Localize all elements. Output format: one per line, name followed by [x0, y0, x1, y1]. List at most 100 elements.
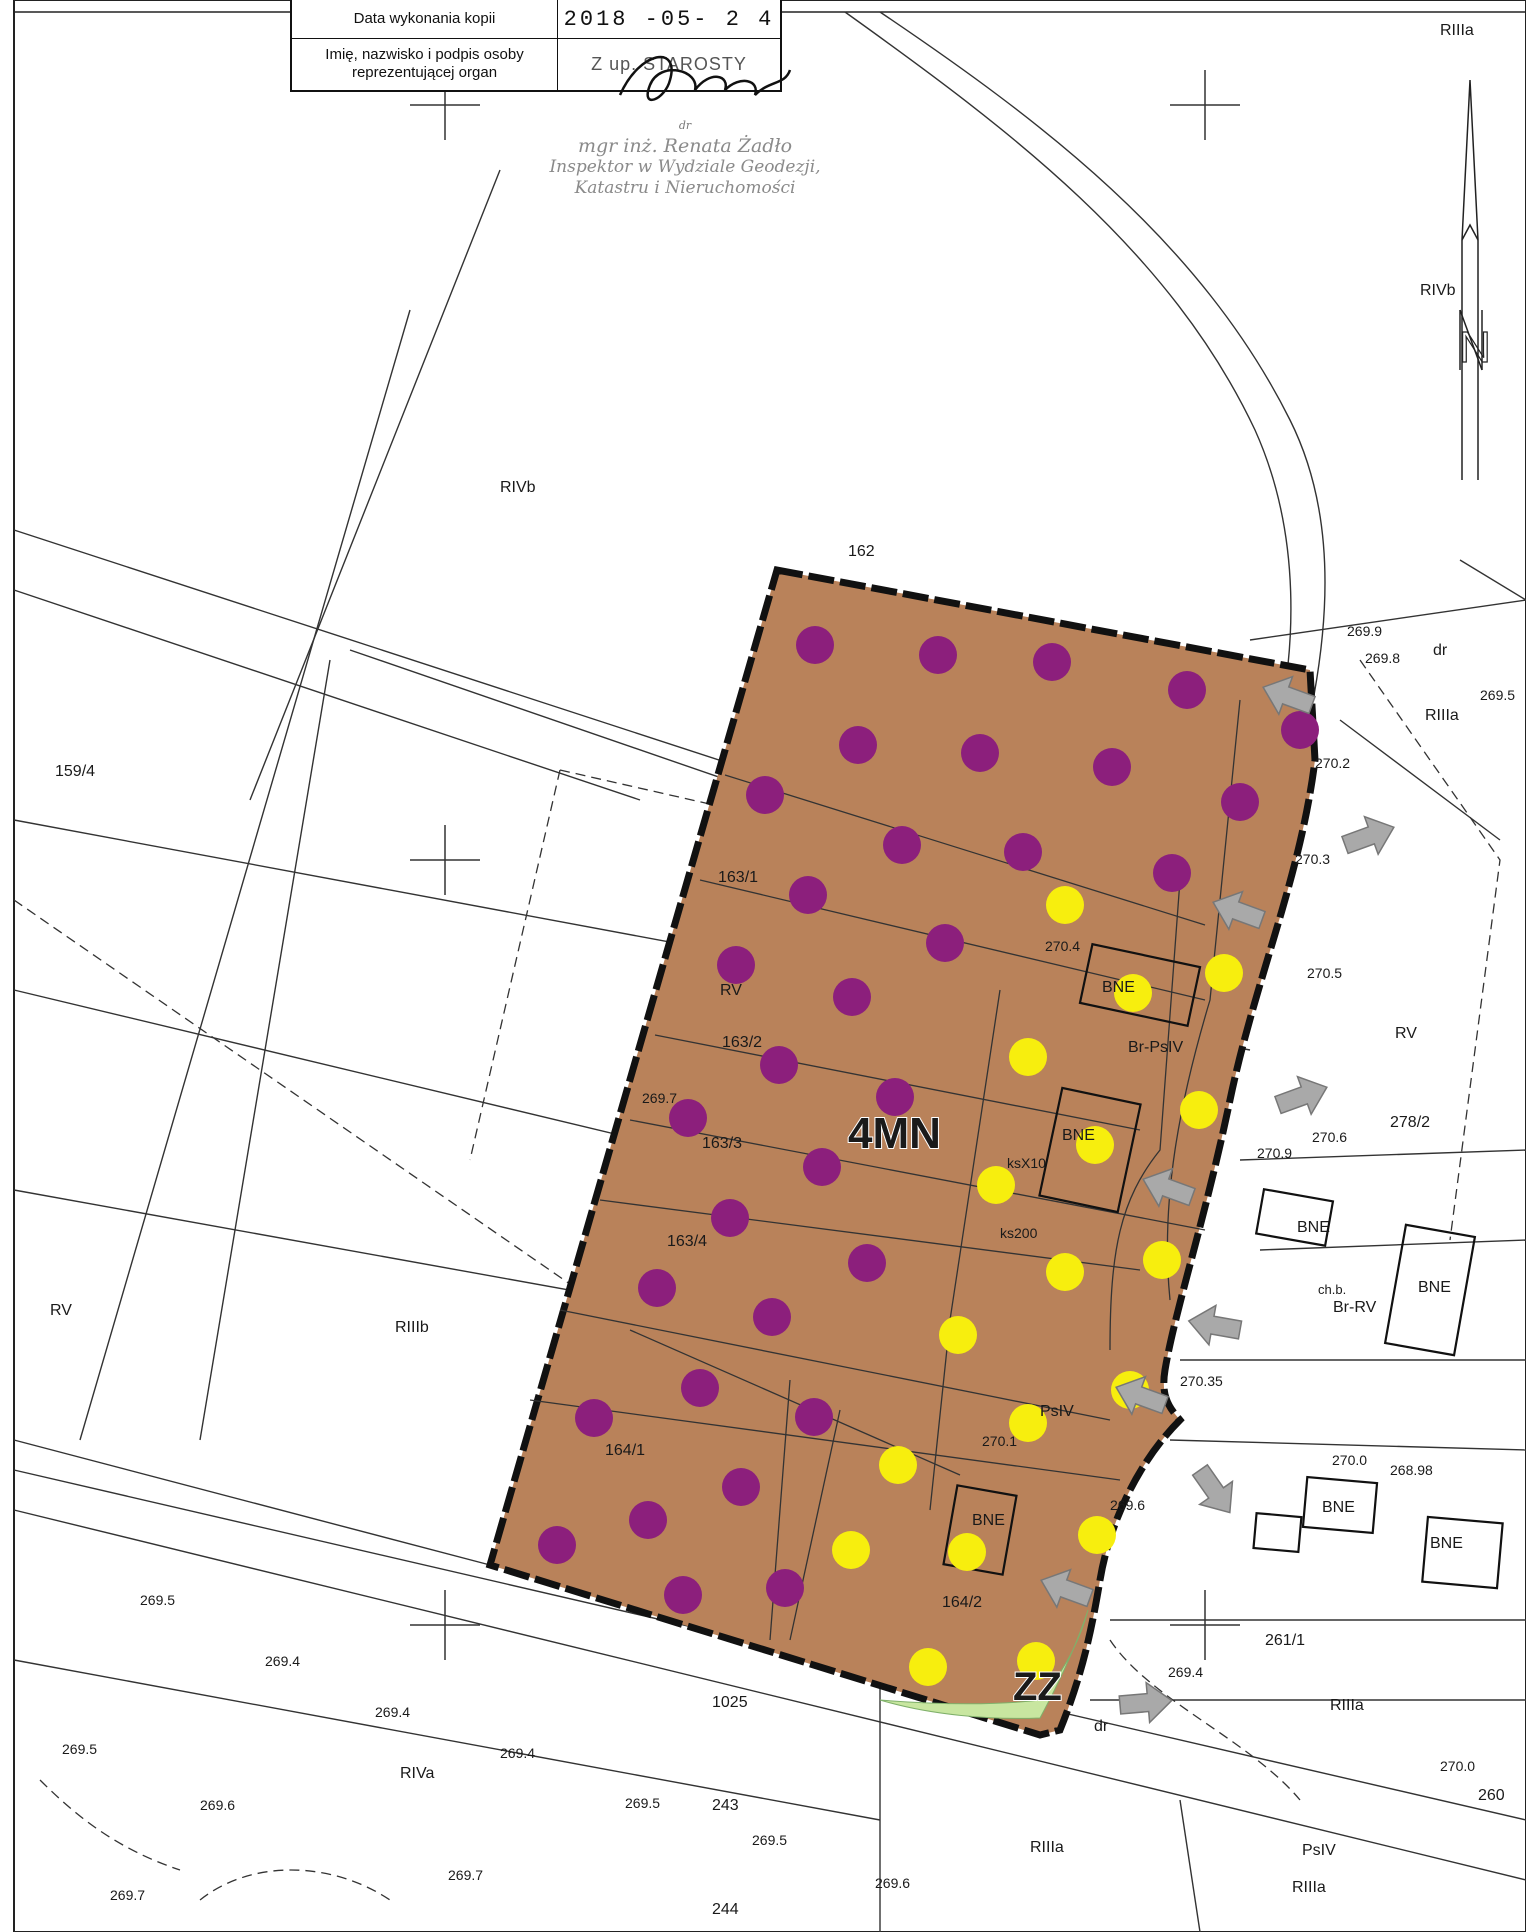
purple-marker — [753, 1298, 791, 1336]
land-class-label: Br-PsIV — [1128, 1039, 1183, 1056]
yellow-marker — [1078, 1516, 1116, 1554]
zone-4mn-label: 4MN — [848, 1109, 941, 1158]
purple-marker — [883, 826, 921, 864]
land-class-label: RIVb — [500, 479, 536, 496]
parcel-label: 164/1 — [605, 1442, 645, 1459]
purple-marker — [760, 1046, 798, 1084]
misc-label: ks200 — [1000, 1225, 1038, 1241]
building-label: BNE — [1102, 979, 1135, 996]
yellow-marker — [1143, 1241, 1181, 1279]
elevation-label: 269.9 — [1347, 623, 1382, 639]
yellow-marker — [1017, 1642, 1055, 1680]
buildings — [942, 942, 1504, 1590]
north-arrow-icon — [1459, 79, 1483, 480]
purple-marker — [722, 1468, 760, 1506]
misc-label: ch.b. — [1318, 1282, 1346, 1297]
parcel-label: 163/2 — [722, 1034, 762, 1051]
purple-marker — [746, 776, 784, 814]
signature — [618, 55, 792, 102]
building-label: BNE — [1062, 1127, 1095, 1144]
building-label: BNE — [1322, 1499, 1355, 1516]
yellow-marker — [909, 1648, 947, 1686]
purple-marker — [638, 1269, 676, 1307]
misc-label: ksX10 — [1007, 1155, 1046, 1171]
yellow-marker — [1205, 954, 1243, 992]
road-label: dr — [1433, 642, 1448, 659]
purple-marker — [803, 1148, 841, 1186]
purple-marker — [919, 636, 957, 674]
arrow-icon — [1118, 1681, 1173, 1725]
arrow-icon — [1191, 1463, 1234, 1514]
land-class-label: RIIIa — [1425, 707, 1459, 724]
elevation-label: 269.7 — [448, 1867, 483, 1883]
parcel-label: 243 — [712, 1797, 739, 1814]
yellow-marker — [1046, 1253, 1084, 1291]
purple-marker — [575, 1399, 613, 1437]
certification-row-date: Data wykonania kopii 2018 -05- 2 4 — [292, 0, 780, 39]
land-class-label: RIIIb — [395, 1319, 429, 1336]
purple-marker — [664, 1576, 702, 1614]
purple-marker — [669, 1099, 707, 1137]
land-class-label: RIVb — [1420, 282, 1456, 299]
elevation-label: 269.7 — [642, 1090, 677, 1106]
certification-row-signature: Imię, nazwisko i podpis osoby reprezentu… — [292, 38, 780, 90]
arrow-icon — [1115, 1375, 1170, 1416]
elevation-label: 270.6 — [1312, 1129, 1347, 1145]
copy-date-label: Data wykonania kopii — [292, 0, 558, 38]
yellow-marker — [1009, 1038, 1047, 1076]
building-label: BNE — [1430, 1535, 1463, 1552]
purple-marker — [876, 1078, 914, 1116]
yellow-marker — [1076, 1126, 1114, 1164]
yellow-marker — [1114, 974, 1152, 1012]
map-labels: 162 159/4 163/1 163/2 163/3 163/4 164/1 … — [50, 22, 1515, 1918]
purple-marker — [961, 734, 999, 772]
purple-marker — [629, 1501, 667, 1539]
parcel-label: 261/1 — [1265, 1632, 1305, 1649]
elevation-label: 269.4 — [265, 1653, 300, 1669]
purple-marker — [839, 726, 877, 764]
land-class-label: RV — [720, 982, 742, 999]
purple-marker — [681, 1369, 719, 1407]
access-arrows — [1040, 675, 1395, 1725]
yellow-marker — [948, 1533, 986, 1571]
purple-marker — [926, 924, 964, 962]
arrow-icon — [1212, 890, 1267, 931]
purple-marker — [1004, 833, 1042, 871]
arrow-icon — [1262, 675, 1317, 716]
parcel-label: 162 — [848, 543, 875, 560]
signatory-label: Imię, nazwisko i podpis osoby reprezentu… — [292, 38, 558, 90]
land-class-label: RIIIa — [1292, 1879, 1326, 1896]
elevation-label: 269.5 — [1480, 687, 1515, 703]
purple-marker — [711, 1199, 749, 1237]
purple-marker — [795, 1398, 833, 1436]
parcel-label: 278/2 — [1390, 1114, 1430, 1131]
land-class-label: Br-RV — [1333, 1299, 1377, 1316]
stamp-name: mgr inż. Renata Żadło — [577, 135, 793, 157]
elevation-label: 270.4 — [1045, 938, 1080, 954]
zone-zz-strip — [879, 1609, 1089, 1719]
building-label: BNE — [972, 1512, 1005, 1529]
parcel-label: 164/2 — [942, 1594, 982, 1611]
parcel-label: 260 — [1478, 1787, 1505, 1804]
signatory-value: Z up. STAROSTY — [591, 53, 747, 74]
building-label: BNE — [1297, 1219, 1330, 1236]
elevation-label: 270.9 — [1257, 1145, 1292, 1161]
land-class-label: RIIIa — [1330, 1697, 1364, 1714]
arrow-icon — [1340, 815, 1395, 856]
parcel-label: 244 — [712, 1901, 739, 1918]
land-class-label: RV — [1395, 1025, 1417, 1042]
arrow-icon — [1187, 1303, 1243, 1347]
land-class-label: RIIIa — [1030, 1839, 1064, 1856]
yellow-marker — [977, 1166, 1015, 1204]
parcel-label: 163/3 — [702, 1135, 742, 1152]
north-label: N — [1459, 323, 1491, 372]
purple-marker — [1168, 671, 1206, 709]
elevation-label: 270.35 — [1180, 1373, 1223, 1389]
grid-crosshairs — [410, 70, 1240, 1660]
certification-table: Data wykonania kopii 2018 -05- 2 4 Imię,… — [290, 0, 782, 92]
purple-marker — [1281, 711, 1319, 749]
elevation-label: 269.6 — [875, 1875, 910, 1891]
building-label: BNE — [1418, 1279, 1451, 1296]
purple-marker — [717, 946, 755, 984]
